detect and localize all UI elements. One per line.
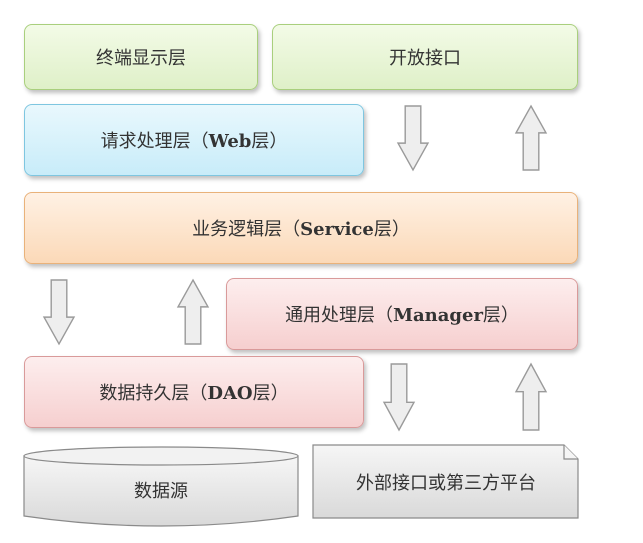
web-layer-suffix: 层） xyxy=(251,131,288,152)
dao-persistence-layer: 数据持久层（DAO层） xyxy=(24,356,364,428)
open-api-label: 开放接口 xyxy=(389,48,461,69)
terminal-display-layer: 终端显示层 xyxy=(24,24,258,90)
external-platform-shape xyxy=(312,444,579,519)
arrow-up-openapi-icon xyxy=(514,104,548,171)
dao-layer-suffix: 层） xyxy=(252,383,289,404)
terminal-display-label: 终端显示层 xyxy=(96,48,186,69)
service-layer-en: Service xyxy=(300,219,374,240)
manager-layer-suffix: 层） xyxy=(482,305,519,326)
service-layer-prefix: 业务逻辑层（ xyxy=(192,219,301,240)
web-request-layer: 请求处理层（Web层） xyxy=(24,104,364,176)
service-layer-label: 业务逻辑层（Service层） xyxy=(192,215,410,241)
arrow-up-manager-service-icon xyxy=(176,278,210,345)
manager-layer-prefix: 通用处理层（ xyxy=(285,305,394,326)
manager-layer-label: 通用处理层（Manager层） xyxy=(285,301,519,327)
manager-layer-en: Manager xyxy=(393,305,483,326)
external-platform-label: 外部接口或第三方平台 xyxy=(356,473,536,494)
service-layer-suffix: 层） xyxy=(373,219,410,240)
arrow-down-service-dao-icon xyxy=(42,279,76,346)
arrow-down-manager-external-icon xyxy=(382,363,416,432)
dao-layer-en: DAO xyxy=(207,383,253,404)
open-api-layer: 开放接口 xyxy=(272,24,578,90)
service-logic-layer: 业务逻辑层（Service层） xyxy=(24,192,578,264)
external-platform-label-wrap: 外部接口或第三方平台 xyxy=(312,444,580,520)
dao-layer-label: 数据持久层（DAO层） xyxy=(99,379,288,405)
arrow-up-external-manager-icon xyxy=(514,362,548,431)
datasource-label: 数据源 xyxy=(134,481,188,502)
datasource-cylinder-shape xyxy=(23,446,299,527)
manager-common-layer: 通用处理层（Manager层） xyxy=(226,278,578,350)
web-layer-prefix: 请求处理层（ xyxy=(100,131,209,152)
dao-layer-prefix: 数据持久层（ xyxy=(99,383,208,404)
web-layer-en: Web xyxy=(208,131,252,152)
arrow-down-openapi-web-icon xyxy=(396,105,430,172)
datasource-label-wrap: 数据源 xyxy=(22,462,300,518)
web-layer-label: 请求处理层（Web层） xyxy=(101,127,288,153)
